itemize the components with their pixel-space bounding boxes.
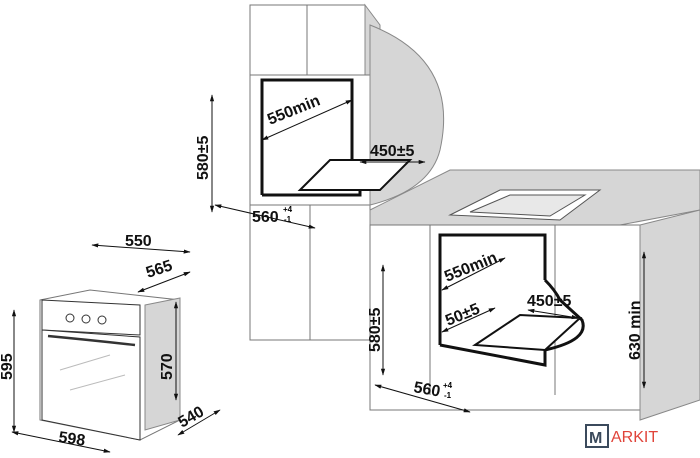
oven-handle: [47, 334, 136, 347]
oven-dimensions: 550 565 595 570 598 540: [0, 233, 221, 453]
lower-niche: [438, 233, 585, 367]
upper-width-tol-plus: +4: [283, 205, 293, 214]
lower-width-tol-plus: +4: [443, 381, 453, 390]
oven-depth-side-label: 565: [144, 257, 175, 281]
watermark-text: ARKIT: [611, 429, 658, 446]
oven-drawing: [39, 289, 181, 441]
upper-height-label: 580±5: [195, 136, 212, 180]
watermark-logo: M ARKIT: [585, 424, 658, 448]
lower-vent-depth-label: 450±5: [527, 293, 571, 310]
oven-height-body-label: 570: [159, 353, 176, 380]
upper-width-label: 560: [252, 209, 279, 226]
oven-width-label: 598: [57, 429, 86, 450]
upper-vent-depth-label: 450±5: [370, 143, 414, 160]
upper-width-tol-minus: -1: [284, 215, 292, 224]
base-cabinets: [369, 209, 700, 421]
lower-cabinet-height-label: 630 min: [627, 300, 644, 360]
oven-height-total-label: 595: [0, 353, 16, 380]
oven-knob-icon: [65, 313, 75, 323]
oven-knob-icon: [81, 314, 91, 324]
watermark-boxed-letter: M: [589, 430, 602, 447]
lower-width-tol-minus: -1: [444, 391, 452, 400]
lower-dimensions: 550min 580±5 50±5 450±5 560 +4 -1 630 mi…: [367, 249, 647, 413]
countertop: [369, 169, 700, 226]
lower-height-label: 580±5: [367, 308, 384, 352]
lower-width-label: 560: [412, 379, 441, 400]
upper-dimensions: 550min 580±5 450±5 560 +4 -1: [195, 92, 426, 229]
oven-depth-top-label: 550: [125, 233, 152, 250]
oven-knob-icon: [97, 315, 107, 325]
